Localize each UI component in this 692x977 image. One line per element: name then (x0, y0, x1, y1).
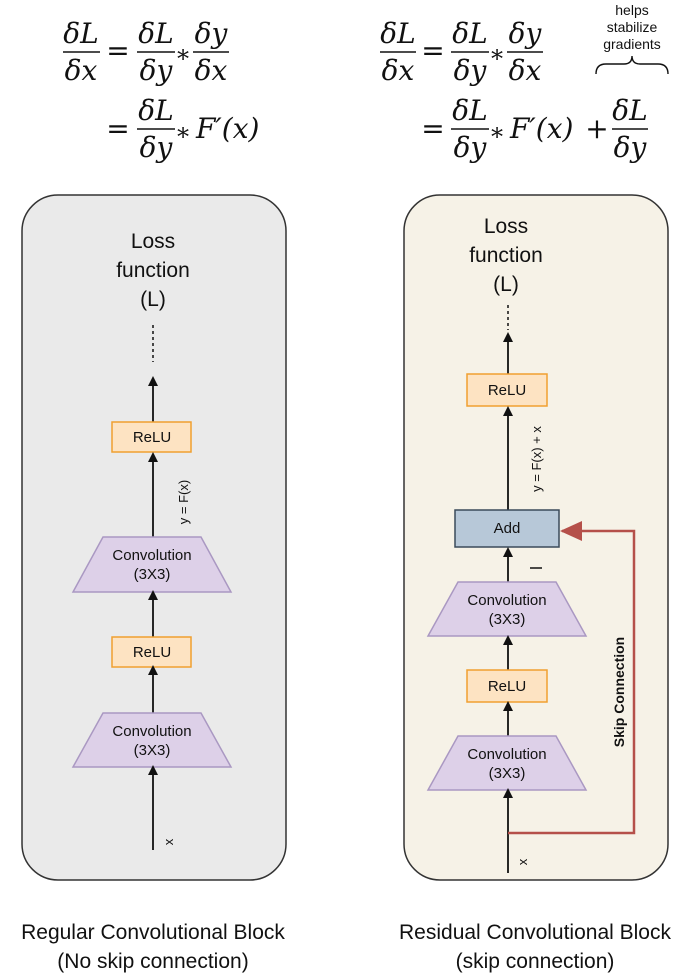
regular-loss-line-2: function (116, 259, 190, 282)
regular-conv-top (71, 536, 233, 593)
eq-left-equals-2: = (106, 112, 129, 145)
eq-left-fprime: F′(x) (195, 112, 259, 145)
eq-right-t2-num: δy (509, 17, 543, 50)
regular-loss-line-3: (L) (140, 288, 166, 311)
residual-add-block (454, 509, 560, 548)
residual-add-label: Add (494, 520, 521, 537)
residual-loss-line-3: (L) (493, 273, 519, 296)
eq-left-t2-num: δy (195, 17, 229, 50)
eq-left-t2-den: δx (195, 54, 228, 87)
annotation-line-3: gradients (603, 36, 661, 52)
eq-right-plus: + (585, 112, 608, 145)
eq-right-t1-num: δL (452, 17, 487, 50)
residual-conv-bottom (426, 735, 588, 791)
eq-right-t2-den: δx (509, 54, 542, 87)
residual-relu-bottom-label: ReLU (488, 678, 526, 695)
regular-relu-bottom-label: ReLU (133, 644, 171, 661)
regular-relu-top-label: ReLU (133, 429, 171, 446)
gradient-annotation: helps stabilize gradients (595, 2, 669, 75)
eq-left-t1-den: δy (140, 54, 174, 87)
residual-fx-label: y = F(x) + x (529, 426, 544, 492)
regular-conv-bottom-label-1: Convolution (112, 723, 191, 740)
residual-loss-line-2: function (469, 244, 543, 267)
eq-left-t1-num: δL (138, 17, 173, 50)
residual-conv-top-label-1: Convolution (467, 592, 546, 609)
eq-left-equals-1: = (106, 34, 129, 67)
eq-right-l2-den: δy (454, 131, 488, 164)
eq-right-t3-num: δL (612, 94, 647, 127)
regular-conv-top-label-2: (3X3) (134, 566, 171, 583)
residual-conv-top-label-2: (3X3) (489, 611, 526, 628)
eq-right-equals-2: = (421, 112, 444, 145)
eq-right-op-1: ∗ (489, 40, 505, 68)
eq-left-lhs-den: δx (65, 54, 98, 87)
eq-left-lhs-num: δL (63, 17, 98, 50)
eq-right-lhs-den: δx (382, 54, 415, 87)
residual-block: Loss function (L) ReLU y = F(x) + x Add … (399, 194, 671, 973)
eq-right-lhs-num: δL (380, 17, 415, 50)
residual-relu-top-label: ReLU (488, 382, 526, 399)
regular-relu-bottom (111, 636, 192, 668)
skip-connection-label: Skip Connection (611, 637, 627, 747)
annotation-line-1: helps (615, 2, 648, 18)
residual-caption-line-2: (skip connection) (456, 950, 615, 973)
residual-conv-bottom-label-2: (3X3) (489, 765, 526, 782)
regular-caption-line-2: (No skip connection) (57, 950, 248, 973)
eq-right-t3-den: δy (614, 131, 648, 164)
eq-right-t1-den: δy (454, 54, 488, 87)
regular-fx-label: y = F(x) (176, 480, 191, 524)
residual-caption-line-1: Residual Convolutional Block (399, 921, 671, 944)
right-equation: δL δx = δL δy ∗ δy δx = δL δy ∗ F′(x) + … (380, 2, 669, 164)
eq-right-l2-num: δL (452, 94, 487, 127)
regular-caption-line-1: Regular Convolutional Block (21, 921, 285, 944)
residual-conv-top (426, 581, 588, 637)
regular-conv-top-label-1: Convolution (112, 547, 191, 564)
eq-right-equals-1: = (421, 34, 444, 67)
eq-left-op-1: ∗ (175, 40, 191, 68)
eq-left-l2-num: δL (138, 94, 173, 127)
regular-conv-bottom-label-2: (3X3) (134, 742, 171, 759)
regular-input-label: x (161, 838, 176, 845)
eq-right-fprime: F′(x) (509, 112, 573, 145)
left-equation: δL δx = δL δy ∗ δy δx = δL δy ∗ F′(x) (63, 17, 259, 164)
eq-left-op-2: ∗ (175, 118, 191, 146)
skip-connection-arrow (508, 521, 636, 835)
residual-loss-line-1: Loss (484, 215, 528, 238)
eq-left-l2-den: δy (140, 131, 174, 164)
eq-right-op-2: ∗ (489, 118, 505, 146)
residual-input-label: x (515, 858, 530, 865)
residual-conv-bottom-label-1: Convolution (467, 746, 546, 763)
annotation-brace (595, 55, 669, 75)
regular-conv-bottom (71, 712, 233, 768)
annotation-line-2: stabilize (607, 19, 658, 35)
regular-block: Loss function (L) ReLU y = F(x) Convolut… (21, 194, 287, 973)
regular-loss-line-1: Loss (131, 230, 175, 253)
